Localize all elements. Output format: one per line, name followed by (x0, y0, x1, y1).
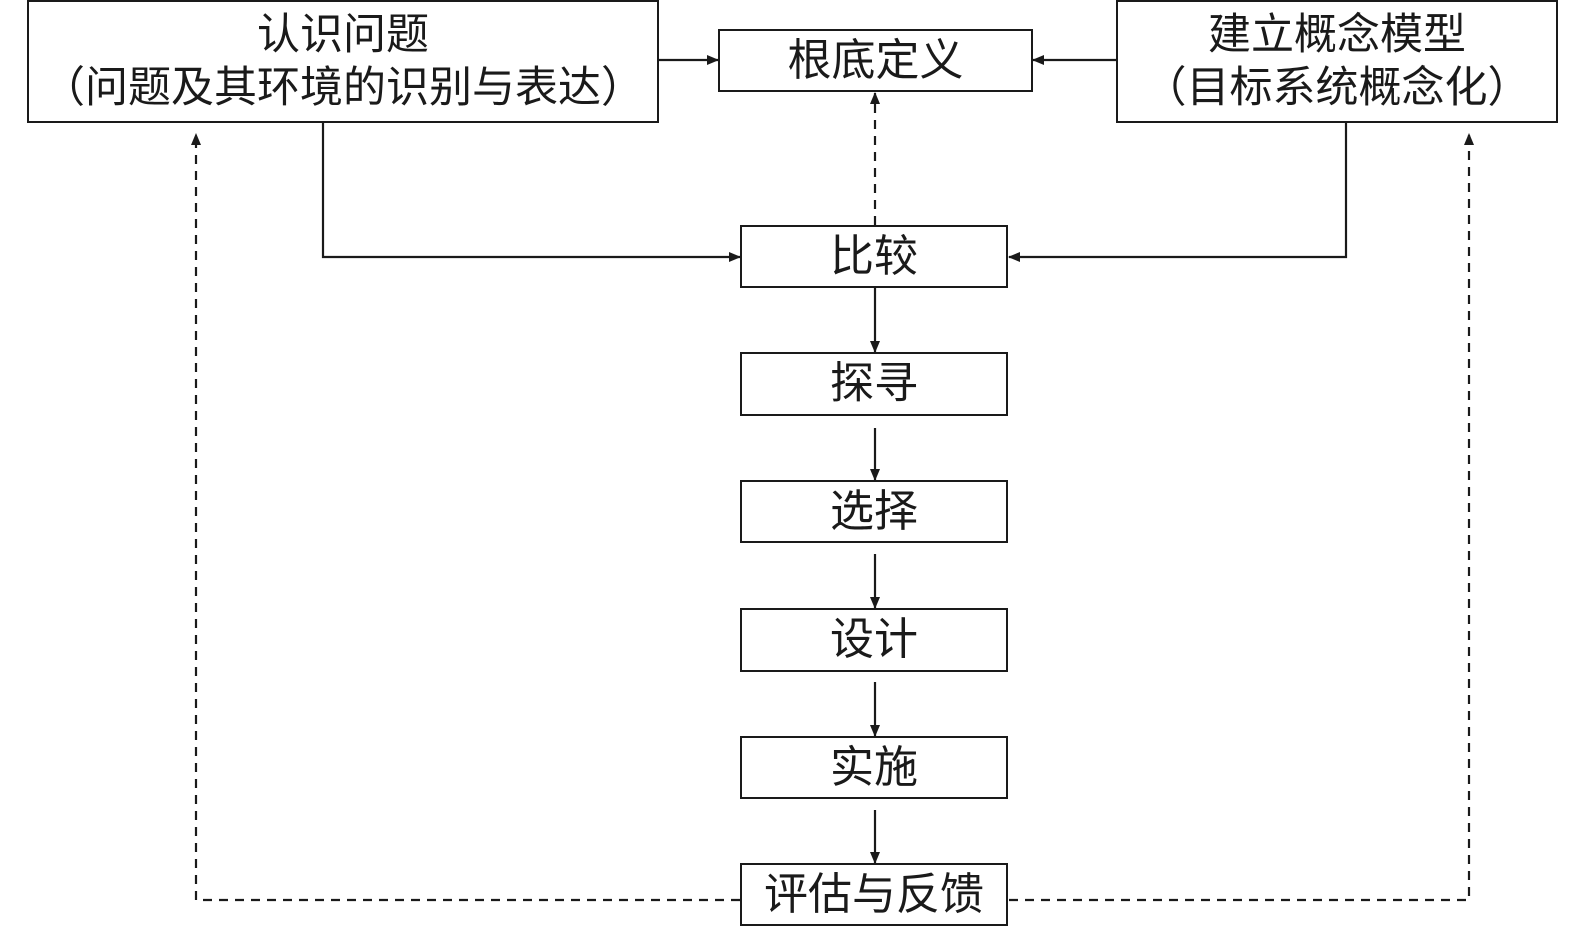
explore-label: 探寻 (830, 358, 918, 410)
dashed-feedback-right (1009, 133, 1474, 902)
concept-model-box: 建立概念模型 （目标系统概念化） (1116, 0, 1558, 123)
recognize-problem-subtitle: （问题及其环境的识别与表达） (42, 62, 644, 113)
dashed-feedback-left (191, 133, 740, 902)
recognize-problem-title: 认识问题 (257, 10, 429, 61)
concept-model-title: 建立概念模型 (1208, 10, 1466, 61)
compare-label: 比较 (830, 230, 918, 282)
implement-label: 实施 (830, 741, 918, 793)
compare-box: 比较 (740, 225, 1008, 288)
root-definition-box: 根底定义 (718, 29, 1033, 92)
root-definition-label: 根底定义 (787, 34, 964, 86)
arrow-model-to-compare (1008, 122, 1348, 262)
explore-box: 探寻 (740, 352, 1008, 416)
concept-model-subtitle: （目标系统概念化） (1143, 62, 1531, 113)
select-label: 选择 (830, 485, 918, 537)
design-box: 设计 (740, 608, 1008, 672)
arrow-recognize-to-compare (321, 122, 741, 262)
evaluate-feedback-label: 评估与反馈 (764, 868, 984, 920)
recognize-problem-box: 认识问题 （问题及其环境的识别与表达） (27, 0, 659, 123)
select-box: 选择 (740, 480, 1008, 543)
design-label: 设计 (830, 614, 918, 666)
evaluate-feedback-box: 评估与反馈 (740, 863, 1008, 926)
implement-box: 实施 (740, 736, 1008, 799)
